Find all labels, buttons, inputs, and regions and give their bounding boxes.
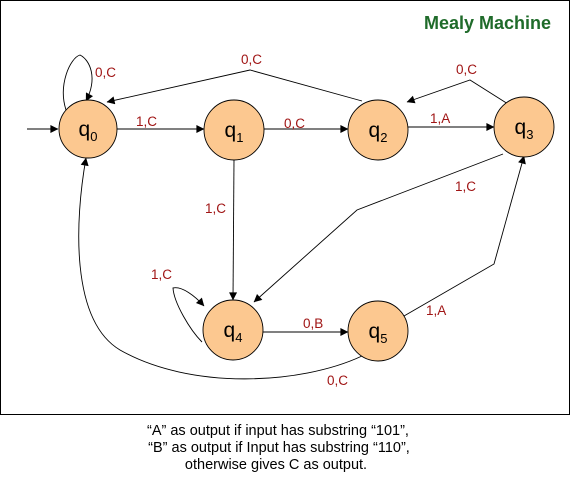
edge-label-q3-q2: 0,C	[456, 62, 477, 77]
edge-q5-q0	[78, 157, 363, 380]
state-q1: q1	[203, 99, 265, 161]
edge-label-q3-q4: 1,C	[455, 179, 476, 194]
edge-q5-q3	[403, 155, 526, 317]
edge-label-q2-q0: 0,C	[241, 52, 262, 67]
state-q2: q2	[347, 99, 409, 161]
edge-q3-q4	[253, 153, 504, 303]
state-q0: q0	[58, 99, 118, 159]
edge-label-q0-q1: 1,C	[136, 114, 157, 129]
caption-line-2: “B” as output if Input has substring “11…	[148, 440, 410, 456]
edge-label-q5-q3: 1,A	[426, 303, 446, 318]
edge-label-q1-q2: 0,C	[284, 116, 305, 131]
state-label-q5: q5	[369, 320, 388, 346]
edge-q1-q4	[229, 158, 238, 301]
state-q5: q5	[347, 300, 409, 362]
diagram-title: Mealy Machine	[424, 13, 551, 33]
state-label-q4: q4	[224, 319, 243, 345]
edge-label-q2-q3: 1,A	[430, 111, 450, 126]
state-label-q1: q1	[225, 119, 244, 145]
caption-line-3: otherwise gives C as output.	[184, 457, 368, 473]
caption-line-1: “A” as output if input has substring “10…	[147, 423, 409, 439]
state-q4: q4	[202, 299, 264, 361]
diagram-frame	[0, 0, 570, 415]
edge-label-q4-self-loop: 1,C	[151, 267, 172, 282]
edge-label-q1-q4: 1,C	[205, 201, 226, 216]
state-label-q3: q3	[515, 116, 534, 142]
edge-q2-q0	[106, 69, 363, 105]
edge-label-q0-self-loop: 0,C	[95, 65, 116, 80]
edge-label-q4-q5: 0,B	[303, 316, 323, 331]
state-label-q0: q0	[79, 118, 98, 144]
edge-label-q5-q0: 0,C	[327, 373, 348, 388]
caption: “A” as output if input has substring “10…	[0, 423, 570, 474]
edge-q4-self-loop	[172, 287, 205, 343]
edge-q0-self-loop	[62, 54, 94, 111]
state-q3: q3	[493, 96, 555, 158]
state-label-q2: q2	[369, 119, 388, 145]
edge-q3-q2	[406, 79, 509, 105]
